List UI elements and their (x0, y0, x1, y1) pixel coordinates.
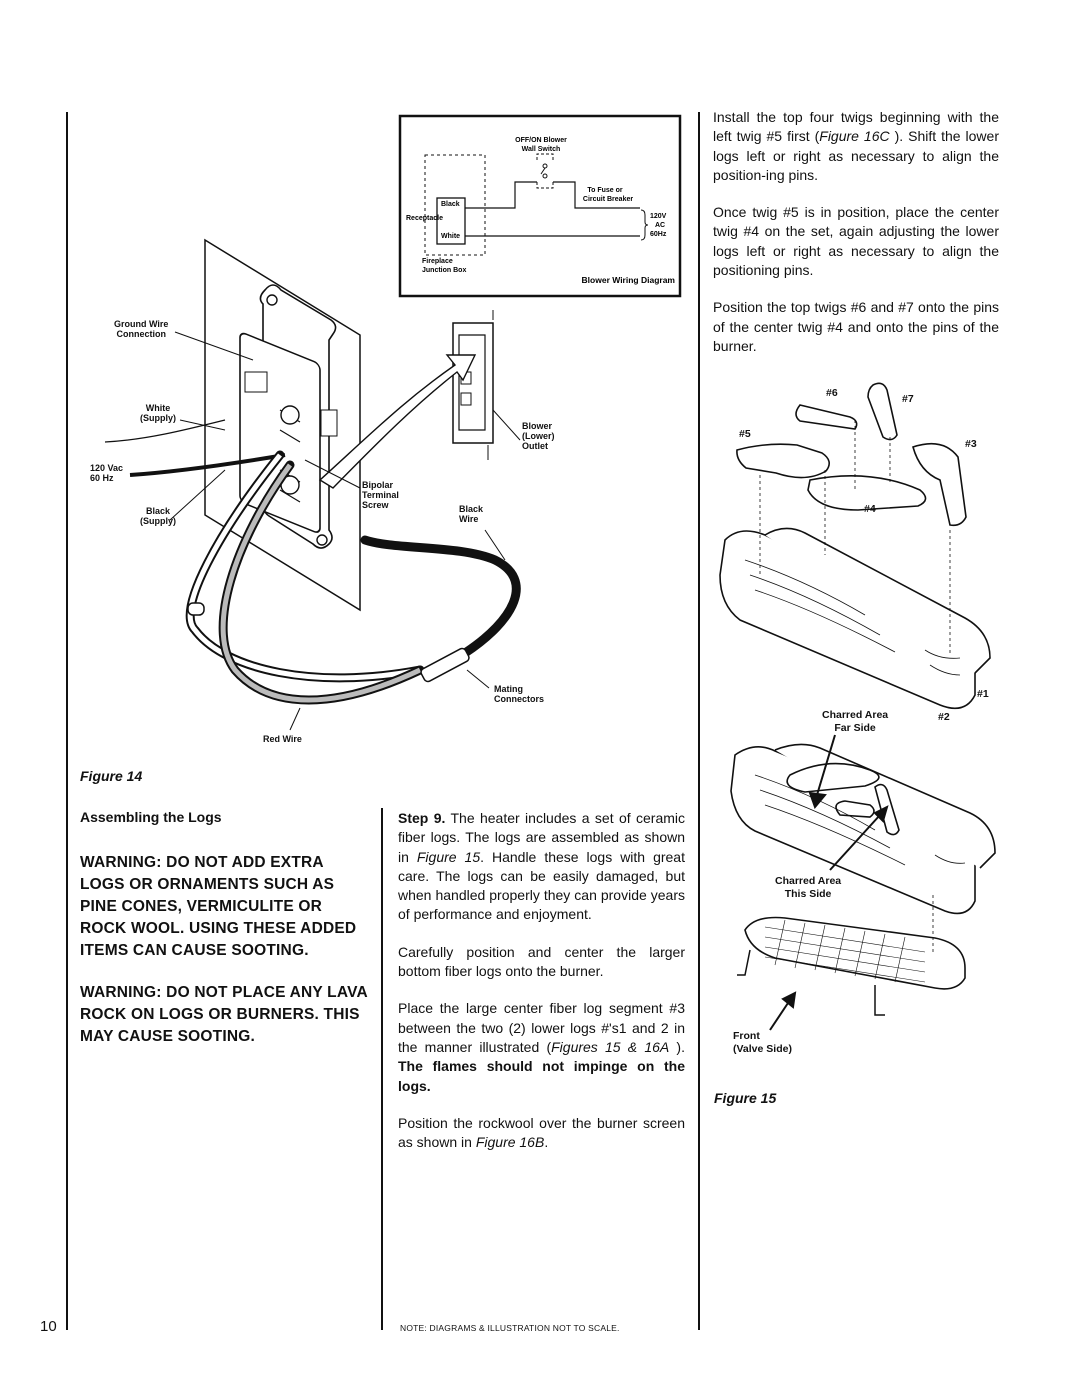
step-label: Step 9. (398, 810, 446, 826)
inset-60hz: 60Hz (650, 231, 667, 238)
label-white-supply: White(Supply) (140, 403, 176, 423)
label-blower-outlet: Blower(Lower)Outlet (522, 421, 555, 451)
figure-14-illustration: OFF/ON Blower Wall Switch To Fuse or Cir… (104, 114, 682, 731)
paragraph-twig-4: Once twig #5 is in position, place the c… (713, 204, 999, 279)
paragraph-rockwool: Position the rockwool over the burner sc… (398, 1114, 685, 1151)
log-label-2: #2 (938, 711, 950, 723)
inset-title: Blower Wiring Diagram (582, 275, 676, 285)
inset-fuse-l1: To Fuse or (587, 187, 623, 194)
log-label-3: #3 (965, 438, 977, 450)
blower-outlet (452, 310, 494, 460)
middle-column-text: Step 9. The heater includes a set of cer… (398, 809, 685, 1170)
label-black-supply: Black(Supply) (140, 506, 176, 526)
inset-junction-l1: Fireplace (422, 258, 453, 265)
figure-15-illustration (719, 382, 996, 1031)
inset-black: Black (441, 201, 460, 208)
figure-14-caption: Figure 14 (80, 768, 143, 784)
log-label-5: #5 (739, 428, 751, 440)
paragraph-center-log: Place the large center fiber log segment… (398, 1000, 685, 1094)
paragraph-step-9: Step 9. The heater includes a set of cer… (398, 810, 686, 923)
inset-receptacle: Receptacle (406, 215, 443, 222)
paragraph-install-twigs: Install the top four twigs beginning wit… (713, 109, 999, 183)
column-rule-right (698, 112, 700, 1330)
paragraph-position-logs: Carefully position and center the larger… (398, 943, 685, 980)
column-rule-left (66, 112, 68, 1330)
inset-ac: AC (655, 222, 665, 229)
log-label-4: #4 (864, 503, 876, 515)
inset-switch-l2: Wall Switch (522, 146, 561, 153)
footer-note: NOTE: DIAGRAMS & ILLUSTRATION NOT TO SCA… (400, 1323, 620, 1333)
figure-15-caption: Figure 15 (714, 1090, 777, 1106)
inset-junction-l2: Junction Box (422, 267, 466, 274)
label-red-wire: Red Wire (263, 734, 302, 744)
column-rule-middle (381, 808, 383, 1330)
page-number: 10 (40, 1318, 57, 1335)
right-column-text: Install the top four twigs beginning wit… (713, 108, 999, 374)
warning-lava-rock: WARNING: DO NOT PLACE ANY LAVA ROCK ON L… (80, 984, 368, 1045)
inset-fuse-l2: Circuit Breaker (583, 196, 633, 203)
section-heading: Assembling the Logs (80, 809, 222, 825)
warning-extra-logs: WARNING: DO NOT ADD EXTRA LOGS OR ORNAME… (80, 854, 357, 959)
inset-white: White (441, 233, 460, 240)
log-label-7: #7 (902, 393, 914, 405)
label-front-valve-side: Front(Valve Side) (733, 1030, 792, 1055)
log-label-1: #1 (977, 688, 989, 700)
inset-switch-l1: OFF/ON Blower (515, 137, 567, 144)
connection-arrow (318, 354, 477, 489)
blower-wiring-diagram: OFF/ON Blower Wall Switch To Fuse or Cir… (398, 114, 682, 298)
paragraph-top-twigs: Position the top twigs #6 and #7 onto th… (713, 299, 999, 354)
log-label-6: #6 (826, 387, 838, 399)
warnings: WARNING: DO NOT ADD EXTRA LOGS OR ORNAME… (80, 852, 368, 1068)
inset-120v: 120V (650, 213, 667, 220)
